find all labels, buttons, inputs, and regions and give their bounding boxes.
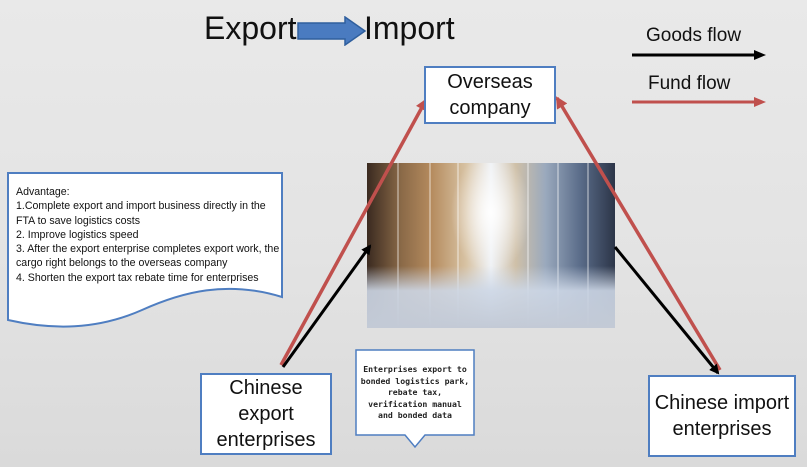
chinese-export-enterprises-node: Chinese export enterprises: [200, 373, 332, 455]
advantage-document-shape: [7, 172, 283, 328]
advantage-heading: Advantage:: [16, 186, 70, 198]
advantage-text: Advantage: 1.Complete export and import …: [16, 185, 282, 285]
fund-flow-import-to-overseas: [555, 96, 722, 371]
title-import: Import: [364, 10, 455, 46]
legend-goods-label: Goods flow: [646, 25, 742, 46]
goods-flow-export-to-warehouse: [281, 244, 372, 368]
warehouse-image: [367, 163, 615, 328]
legend-fund-arrow: [632, 97, 766, 107]
goods-flow-warehouse-to-import: [613, 246, 720, 375]
arrow-right-icon: [297, 16, 367, 46]
advantage-item: 3. After the export enterprise completes…: [16, 243, 280, 270]
advantage-item: 4. Shorten the export tax rebate time fo…: [16, 271, 259, 284]
chinese-import-enterprises-node: Chinese import enterprises: [648, 375, 796, 457]
legend-fund-label: Fund flow: [648, 73, 731, 94]
overseas-company-node: Overseas company: [424, 66, 556, 124]
callout-text: Enterprises export to bonded logistics p…: [360, 364, 470, 421]
callout-shape: [355, 349, 475, 449]
legend-goods-arrow: [632, 50, 766, 60]
advantage-item: 1.Complete export and import business di…: [16, 200, 266, 227]
advantage-item: 2. Improve logistics speed: [16, 228, 139, 241]
fund-flow-export-to-overseas: [279, 98, 428, 366]
title-export: Export: [204, 10, 297, 46]
